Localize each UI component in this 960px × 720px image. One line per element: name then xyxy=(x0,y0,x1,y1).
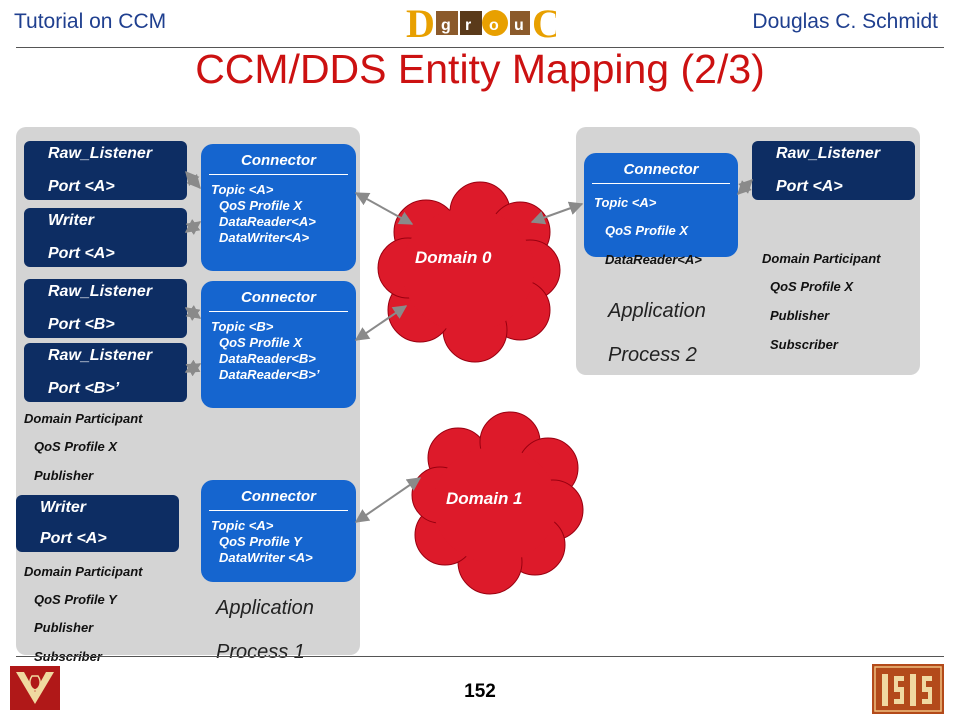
port-writer-a-2: Writer Port <A> xyxy=(16,495,179,552)
p2-participant-subscriber: Subscriber xyxy=(770,337,838,352)
process1-process-label: Process 1 xyxy=(216,641,305,663)
header-left-text: Tutorial on CCM xyxy=(14,10,167,33)
link-writer-connector xyxy=(184,218,202,236)
port-title: Raw_Listener xyxy=(48,145,153,162)
connector-topic-b: Connector Topic <B> QoS Profile X DataRe… xyxy=(201,281,356,408)
connector-process2: Connector xyxy=(584,153,738,257)
connector-divider xyxy=(209,510,348,511)
port-title: Raw_Listener xyxy=(48,283,153,300)
link-domain0-connector2 xyxy=(530,201,584,225)
p2-connector-qos: QoS Profile X xyxy=(605,223,689,238)
svg-text:o: o xyxy=(489,17,499,34)
header-right-text: Douglas C. Schmidt xyxy=(752,10,938,33)
isis-logo xyxy=(872,664,944,714)
footer-divider xyxy=(16,656,944,657)
connector-line: QoS Profile Y xyxy=(219,534,302,549)
port-title: Raw_Listener xyxy=(776,145,881,162)
connector-divider xyxy=(209,311,348,312)
participant1-label: Domain Participant xyxy=(24,411,143,426)
vanderbilt-logo xyxy=(10,666,60,710)
port-type: Port <A> xyxy=(776,178,843,195)
link-connector2-port xyxy=(737,179,753,195)
connector-line: DataReader<B>’ xyxy=(219,367,320,382)
participant2-label: Domain Participant xyxy=(24,564,143,579)
p2-connector-topic: Topic <A> xyxy=(594,195,657,210)
connector-line: QoS Profile X xyxy=(219,198,303,213)
link-connector-a-domain0 xyxy=(354,192,414,225)
connector-line: Topic <A> xyxy=(211,182,274,197)
port-type: Port <A> xyxy=(40,530,107,547)
link-port-b-connector xyxy=(184,304,202,322)
page-number: 152 xyxy=(464,681,496,702)
doc-group-logo: D g r o u C xyxy=(406,3,556,43)
connector-line: DataReader<A> xyxy=(219,214,316,229)
domain1-label: Domain 1 xyxy=(446,489,523,508)
svg-text:u: u xyxy=(514,17,524,34)
port-type: Port <A> xyxy=(48,245,115,262)
slide-title: CCM/DDS Entity Mapping (2/3) xyxy=(195,46,765,92)
port-title: Raw_Listener xyxy=(48,347,153,364)
link-connector-b-domain0 xyxy=(354,305,408,341)
domain1-cloud xyxy=(411,411,584,595)
process2-app-label: Application xyxy=(608,300,706,322)
p2-connector-reader: DataReader<A> xyxy=(605,252,702,267)
connector-title: Connector xyxy=(241,152,316,169)
connector-divider xyxy=(209,174,348,175)
header-divider xyxy=(16,47,944,48)
port-writer-a: Writer Port <A> xyxy=(24,208,187,267)
p2-participant-label: Domain Participant xyxy=(762,251,881,266)
port-title: Writer xyxy=(48,212,94,229)
p2-participant-qos: QoS Profile X xyxy=(770,279,854,294)
domain0-label: Domain 0 xyxy=(415,248,492,267)
link-port-a-connector xyxy=(185,170,201,190)
connector-line: Topic <A> xyxy=(211,518,274,533)
connector-line: Topic <B> xyxy=(211,319,274,334)
connector-divider xyxy=(592,183,730,184)
participant2-publisher: Publisher xyxy=(34,620,94,635)
port-type: Port <B> xyxy=(48,316,115,333)
connector-topic-a-qos-y: Connector Topic <A> QoS Profile Y DataWr… xyxy=(201,480,356,582)
participant1-qos: QoS Profile X xyxy=(34,439,118,454)
process1-app-label: Application xyxy=(216,597,314,619)
svg-text:C: C xyxy=(532,3,556,43)
connector-line: QoS Profile X xyxy=(219,335,303,350)
svg-text:g: g xyxy=(441,17,451,34)
svg-text:r: r xyxy=(465,17,471,34)
port-type: Port <A> xyxy=(48,178,115,195)
link-arrows xyxy=(184,170,753,523)
link-connector-y-domain1 xyxy=(354,477,422,523)
connector-line: DataReader<B> xyxy=(219,351,316,366)
process2-process-label: Process 2 xyxy=(608,344,697,366)
connector-line: DataWriter<A> xyxy=(219,230,310,245)
port-type: Port <B>’ xyxy=(48,380,120,397)
participant2-qos: QoS Profile Y xyxy=(34,592,117,607)
port-title: Writer xyxy=(40,499,86,516)
participant1-publisher: Publisher xyxy=(34,468,94,483)
p2-port-raw-listener-a: Raw_Listener Port <A> xyxy=(752,141,915,200)
connector-line: DataWriter <A> xyxy=(219,550,313,565)
p2-participant-publisher: Publisher xyxy=(770,308,830,323)
link-port-b-prime-connector xyxy=(184,359,202,377)
domain0-cloud xyxy=(377,181,561,363)
connector-title: Connector xyxy=(623,161,699,178)
port-raw-listener-b-prime: Raw_Listener Port <B>’ xyxy=(24,343,187,402)
connector-title: Connector xyxy=(241,488,316,505)
port-raw-listener-a: Raw_Listener Port <A> xyxy=(24,141,187,200)
connector-title: Connector xyxy=(241,289,316,306)
svg-text:D: D xyxy=(406,3,435,43)
connector-topic-a: Connector Topic <A> QoS Profile X DataRe… xyxy=(201,144,356,271)
port-raw-listener-b: Raw_Listener Port <B> xyxy=(24,279,187,338)
